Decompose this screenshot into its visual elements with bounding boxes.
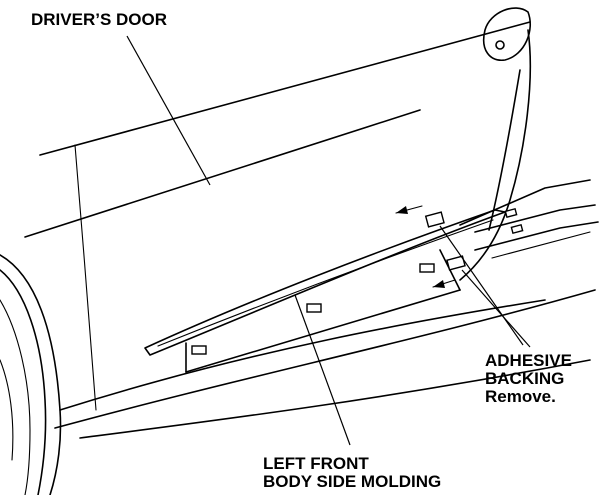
leader-lines	[126, 35, 531, 446]
leader-drivers-door	[126, 35, 211, 186]
drivers-door-text: DRIVER’S DOOR	[31, 10, 168, 29]
peel-direction-arrows	[395, 205, 456, 288]
adhesive-backing-line1: ADHESIVE	[485, 351, 572, 370]
leader-adhesive-1	[439, 225, 524, 346]
leader-molding	[294, 294, 351, 446]
adhesive-backing-line2: BACKING	[485, 369, 565, 388]
rocker-panel-lines	[54, 289, 596, 439]
left-front-molding-label: LEFT FRONT BODY SIDE MOLDING	[263, 455, 441, 491]
molding-clips	[191, 211, 466, 355]
adhesive-tab-upper	[424, 211, 445, 228]
clip-1	[191, 345, 207, 355]
wheel-arch-lines	[0, 254, 62, 495]
clip-3	[419, 263, 435, 273]
adhesive-backing-line3: Remove.	[485, 387, 556, 406]
leader-adhesive-2	[461, 269, 531, 348]
molding-label-line1: LEFT FRONT	[263, 454, 369, 473]
adhesive-backing-label: ADHESIVE BACKING Remove.	[485, 352, 572, 406]
rear-sill-lines	[459, 179, 599, 259]
clip-2	[306, 303, 322, 313]
door-body-lines	[24, 7, 532, 411]
molding-label-line2: BODY SIDE MOLDING	[263, 472, 442, 491]
drivers-door-label: DRIVER’S DOOR	[31, 11, 167, 29]
